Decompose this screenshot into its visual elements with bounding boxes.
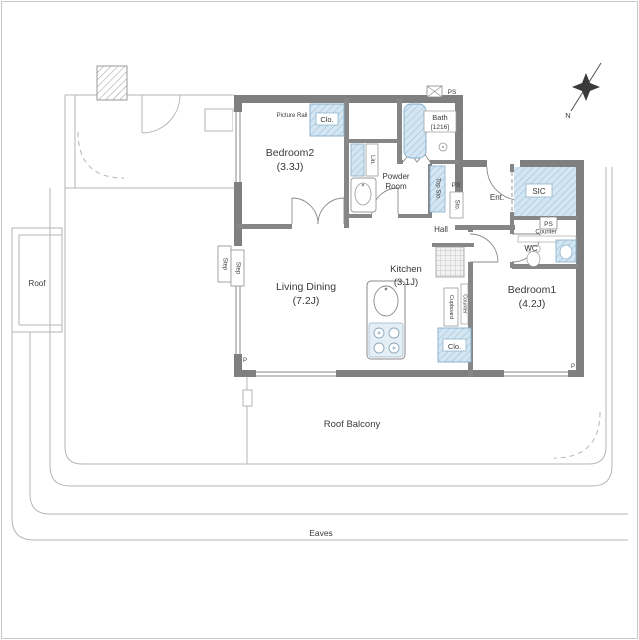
compass-star [572,73,600,101]
p-mark-2: P [571,364,575,370]
ps-label-right: PS [544,221,553,228]
eaves-label: Eaves [309,528,333,538]
sic-label: SIC [532,187,546,196]
refrigerator-space [435,246,465,278]
powder-room-label-2: Room [385,182,407,191]
living-dining-size: (7.2J) [293,295,320,307]
wc-counter-label: Counter [535,230,556,236]
step-label-1: Step [222,258,228,271]
stove-burners [373,327,400,354]
kitchen-faucet [384,287,388,291]
kitchen-sink [373,285,399,317]
bedroom2-door-left [291,197,319,225]
labels: Picture Rail Clo. Bedroom2 (3.3J) Powder… [29,89,575,538]
ps-box-right [539,216,558,230]
drain-box [242,389,253,407]
toilet-bowl [526,251,541,267]
step-label-2: Step [235,262,241,275]
linen-closet [365,143,379,177]
entrance-label: Ent. [490,193,504,202]
bedroom2-name: Bedroom2 [266,147,315,159]
bath-name: Bath [432,113,447,122]
fixtures [217,85,577,363]
roof-label: Roof [29,279,47,288]
vertical-labels: Lin. Top Sto. Sto. Cupboard Counter Step… [222,155,468,319]
bedroom2-door-right [317,197,345,225]
bath-drain-dot [442,146,444,148]
bedroom1-closet-label: Clo. [448,342,461,351]
meter-box [204,108,234,132]
roof-balcony-label: Roof Balcony [324,419,381,430]
storage-label: Sto. [454,200,460,211]
ps-box-cross [426,85,443,98]
linen-label: Lin. [369,155,375,165]
kitchen-name: Kitchen [390,264,422,275]
picture-rail-label: Picture Rail [277,113,308,119]
ps-label-mid: PS [452,182,461,189]
sic-label-box [525,183,553,198]
kitchen-size: (3.1J) [394,277,418,288]
top-storage-label: Top Sto. [435,178,441,200]
balcony-eaves-lines [11,94,628,541]
vanity-sink [354,182,372,206]
kitchen-counter-label: Counter [462,294,468,314]
compass-north-arrow [570,62,602,112]
top-storage-box [429,165,446,213]
cupboard-box [443,287,459,327]
stove [368,322,404,358]
bedroom1-door [469,233,499,263]
living-dining-name: Living Dining [276,281,336,293]
terrace-door-arc [141,94,181,134]
north-label: N [565,111,570,120]
bedroom2-closet-label: Clo. [320,115,333,124]
closet-label-box [315,112,339,126]
hall-label: Hall [434,225,448,234]
p-mark-1: P [243,358,247,364]
bedroom1-size: (4.2J) [519,298,546,310]
ps-label-top: PS [448,89,457,96]
pillar-hatched [96,65,128,101]
dashed-overhang-lines [77,131,601,459]
bath-size: [1216] [431,124,449,131]
cupboard-label: Cupboard [448,295,454,319]
wc-label: WC [524,244,538,253]
bath-label-box [423,110,457,133]
wc-basin [559,244,573,260]
step-box-2 [230,249,245,287]
roof-outline [11,227,63,333]
kitchen-counter-strip [460,283,469,325]
wc-counter-strip [517,235,577,243]
washing-machine-space [350,143,365,177]
bedroom1-name: Bedroom1 [508,284,557,296]
storage-box [449,191,464,219]
closet2-label-box [442,338,467,352]
bathtub [403,103,427,159]
bedroom2-size: (3.3J) [277,161,304,173]
vanity-faucet [361,183,365,187]
powder-room-label-1: Powder [382,172,409,181]
